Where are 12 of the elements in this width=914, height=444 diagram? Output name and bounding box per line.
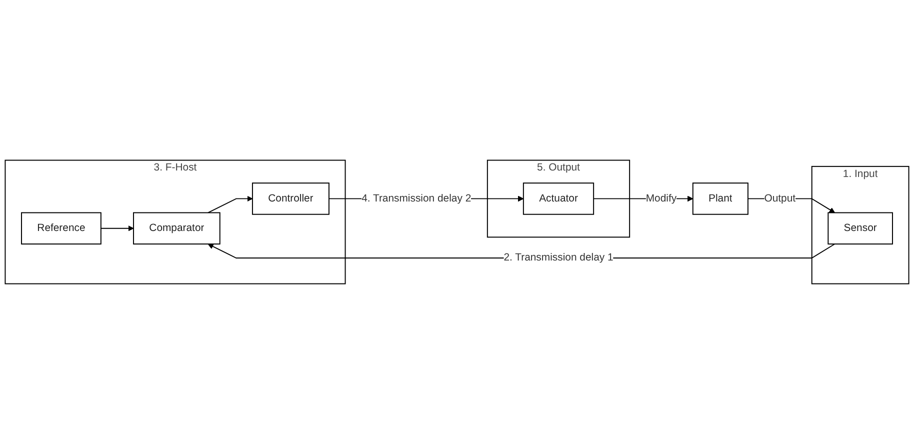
node-box: Comparator xyxy=(133,212,220,244)
edge-label: 4. Transmission delay 2 xyxy=(362,192,472,204)
node-box: Reference xyxy=(21,212,102,244)
arrow xyxy=(100,225,134,232)
arrow xyxy=(208,196,253,214)
node-box: Actuator xyxy=(522,182,594,215)
node-box: Controller xyxy=(252,182,330,215)
node-box: Sensor xyxy=(828,212,893,244)
edge-label: Modify xyxy=(646,192,677,204)
edge-label: 2. Transmission delay 1 xyxy=(504,252,614,264)
edge-label: Output xyxy=(764,192,796,204)
node-box: Plant xyxy=(692,182,748,215)
